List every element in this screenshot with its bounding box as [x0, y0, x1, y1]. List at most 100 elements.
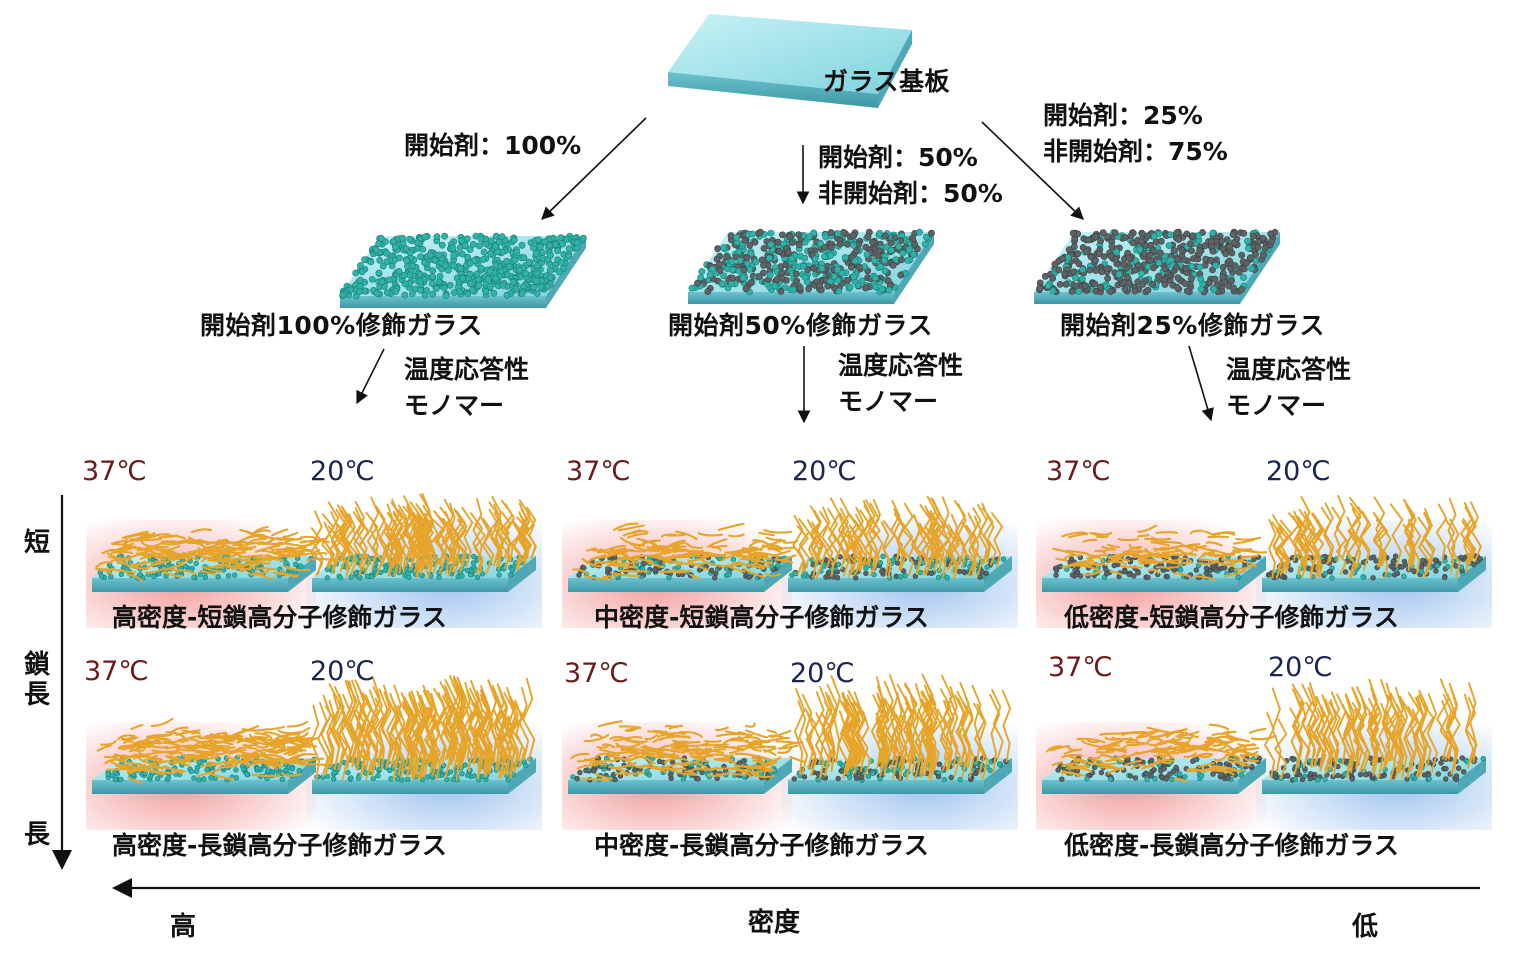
initiator-bead	[718, 280, 726, 288]
initiator-bead	[475, 282, 483, 289]
initiator-bead	[440, 284, 448, 292]
temp-hot-r1-c1: 37℃	[82, 456, 147, 487]
initiator-bead	[827, 251, 835, 259]
inert-bead	[1411, 568, 1417, 574]
initiator-bead	[367, 258, 375, 266]
initiator-bead	[728, 258, 736, 266]
initiator-bead	[1078, 275, 1086, 283]
inert-bead	[879, 568, 885, 575]
inert-bead	[1157, 237, 1165, 245]
initiator-bead	[885, 286, 893, 294]
inert-bead	[1053, 572, 1059, 578]
collapsed-polymer-strand	[628, 739, 648, 744]
inert-bead	[667, 771, 674, 778]
inert-bead	[1061, 270, 1068, 278]
initiator-bead	[490, 289, 498, 297]
initiator-bead	[196, 777, 202, 783]
initiator-bead	[400, 271, 408, 279]
initiator-bead	[1480, 755, 1487, 762]
inert-bead	[574, 775, 580, 782]
inert-bead	[1290, 756, 1297, 763]
inert-bead	[1131, 573, 1137, 579]
inert-bead	[708, 567, 715, 574]
inert-bead	[1477, 556, 1483, 562]
inert-bead	[1121, 285, 1129, 293]
inert-bead	[1394, 570, 1401, 577]
temp-cold-r1-c2: 20℃	[792, 456, 857, 487]
inert-bead	[1127, 773, 1134, 779]
inert-bead	[1161, 765, 1168, 772]
initiator-bead	[345, 769, 351, 776]
initiator-bead	[1049, 287, 1057, 295]
initiator-bead	[709, 265, 716, 273]
initiator-bead	[368, 573, 375, 580]
initiator-bead	[492, 275, 500, 282]
inert-bead	[1151, 767, 1157, 773]
initiator-bead	[916, 228, 923, 236]
initiator-bead	[399, 777, 405, 783]
inert-bead	[1459, 755, 1465, 761]
chain-axis-long-label: 長	[24, 820, 51, 850]
initiator-bead	[802, 571, 809, 577]
inert-bead	[740, 266, 748, 273]
inert-bead	[884, 277, 892, 285]
inert-bead	[1098, 268, 1106, 276]
initiator-bead	[188, 768, 195, 775]
initiator-bead	[1198, 772, 1205, 779]
collapsed-polymer-strand	[1099, 732, 1126, 736]
inert-bead	[1157, 249, 1164, 257]
collapsed-polymer-strand	[299, 540, 320, 544]
monomer-label-1: 温度応答性 モノマー	[404, 352, 529, 424]
initiator-bead	[388, 262, 396, 270]
initiator-bead	[510, 278, 517, 286]
initiator-bead	[1238, 772, 1244, 778]
inert-bead	[746, 574, 752, 580]
inert-bead	[840, 228, 847, 236]
initiator-bead	[193, 768, 200, 775]
initiator-bead	[509, 567, 516, 573]
inert-bead	[825, 569, 832, 576]
inert-bead	[1210, 771, 1216, 777]
inert-bead	[723, 253, 730, 261]
inert-bead	[876, 247, 883, 255]
initiator-bead	[910, 250, 917, 258]
initiator-bead	[522, 762, 529, 769]
branch-3-condition-line-1: 開始剤：25%	[1043, 101, 1203, 130]
inert-bead	[1458, 554, 1464, 561]
initiator-bead	[108, 573, 114, 580]
initiator-bead	[733, 234, 740, 241]
initiator-bead	[479, 256, 487, 263]
inert-bead	[792, 270, 800, 278]
initiator-bead	[416, 270, 424, 278]
inert-bead	[741, 237, 749, 244]
initiator-bead	[480, 248, 488, 256]
inert-bead	[869, 238, 876, 246]
inert-bead	[1120, 261, 1128, 268]
inert-bead	[1125, 254, 1133, 262]
inert-bead	[1173, 264, 1180, 271]
initiator-bead	[492, 261, 500, 269]
initiator-bead	[499, 281, 507, 289]
inert-bead	[1173, 229, 1181, 236]
inert-bead	[1235, 268, 1243, 276]
inert-bead	[1189, 232, 1197, 240]
inert-bead	[827, 229, 835, 236]
inert-bead	[1150, 264, 1157, 272]
initiator-bead	[1079, 266, 1086, 273]
initiator-bead	[421, 259, 428, 267]
temp-hot-r1-c3: 37℃	[1046, 456, 1111, 487]
initiator-bead	[881, 257, 888, 265]
inert-bead	[1249, 232, 1257, 240]
initiator-bead	[416, 286, 424, 294]
density-axis-low-label: 低	[1352, 912, 1379, 942]
inert-bead	[844, 276, 851, 284]
initiator-bead	[534, 262, 541, 270]
initiator-bead	[941, 776, 947, 783]
inert-bead	[1299, 776, 1306, 783]
initiator-bead	[805, 233, 813, 240]
initiator-bead	[530, 244, 537, 252]
inert-bead	[1069, 572, 1076, 578]
initiator-bead	[240, 766, 247, 772]
inert-bead	[1208, 238, 1215, 245]
initiator-bead	[530, 283, 538, 291]
